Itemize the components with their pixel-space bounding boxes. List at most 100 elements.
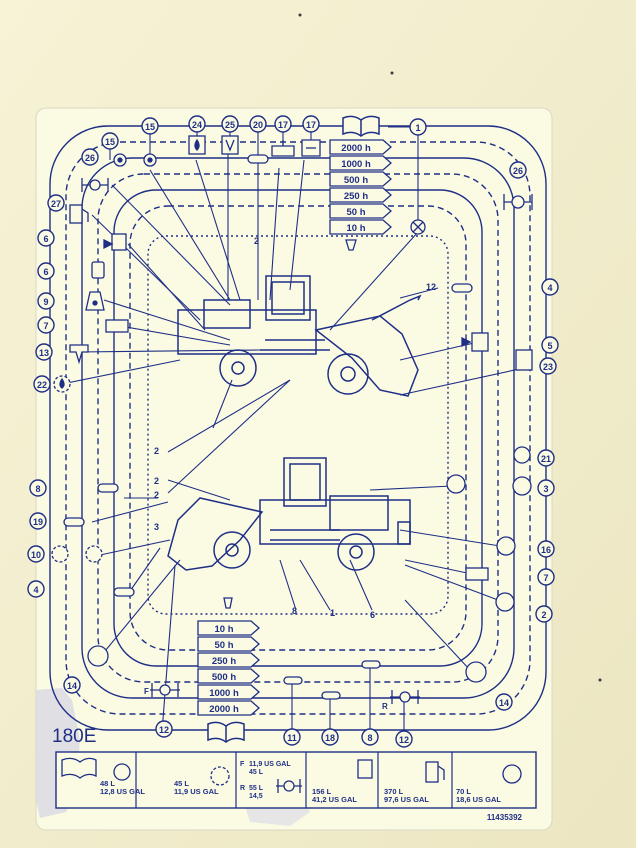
capacity-value: 370 L: [384, 787, 404, 796]
bottom-callouts: 12 11 18 8 12: [155, 720, 413, 748]
callout-marker: 25: [221, 115, 239, 133]
interval-label: 50 h: [214, 640, 233, 651]
loop-50h: [113, 189, 483, 667]
callout-marker: 7: [537, 568, 555, 586]
grease-nipple-icon: [321, 691, 341, 700]
grease-nipple-icon: [451, 283, 473, 293]
callout-number: 18: [325, 733, 335, 743]
interval-tab: 50 h: [329, 203, 392, 219]
callout-number: 4: [547, 283, 552, 293]
inner-label: 2: [154, 476, 159, 486]
left-callouts: 26 27 6 6 9 7 13 22 8 19 10 4 14: [27, 148, 99, 694]
battery-icon: [465, 567, 489, 581]
drain-icon: [69, 344, 89, 365]
loader-illustration-top: [177, 275, 422, 397]
wheel-icon: [87, 645, 109, 667]
capacity-value: 12,8 US GAL: [100, 787, 145, 796]
callout-number: 25: [225, 120, 235, 130]
interval-tab: 10 h: [329, 219, 392, 235]
callout-number: 20: [253, 120, 263, 130]
lamp-icon: [345, 239, 357, 251]
hydraulic-tank-icon: [357, 759, 373, 779]
interval-label: 10 h: [346, 223, 365, 234]
callout-number: 4: [33, 585, 38, 595]
left-point-icons: [51, 178, 135, 667]
callout-marker: 20: [249, 115, 267, 133]
callout-marker: 14: [63, 676, 81, 694]
callout-marker: 11: [283, 728, 301, 746]
callout-number: 24: [192, 120, 202, 130]
capacity-value: 48 L: [100, 779, 115, 788]
interval-label: 250 h: [212, 656, 236, 667]
inner-labels: 2 12 2 2 2 3 8 1 6: [154, 236, 436, 620]
screw-hole: [598, 678, 602, 682]
axle-icon: [81, 178, 109, 192]
grease-nipple-icon: [97, 483, 119, 493]
filter-icon: [85, 291, 105, 311]
callout-marker: 27: [47, 194, 65, 212]
callout-marker: 15: [101, 132, 119, 150]
grease-nipple-icon: [361, 660, 381, 669]
loop-10h: [129, 205, 467, 651]
callout-number: 6: [43, 234, 48, 244]
callout-marker: 19: [29, 512, 47, 530]
oil-can-icon: [188, 135, 206, 155]
callout-marker: 12: [395, 730, 413, 748]
callout-marker: 17: [274, 115, 292, 133]
interval-tab: 500 h: [197, 668, 260, 684]
grease-nipple-icon: [63, 517, 85, 527]
inner-label: 8: [292, 606, 297, 616]
callout-number: 12: [399, 735, 409, 745]
callout-marker: 24: [188, 115, 206, 133]
filter-icon: [221, 135, 239, 155]
callout-marker: 26: [81, 148, 99, 166]
manual-book-icon: [61, 757, 97, 779]
rear-wheel: [219, 349, 257, 387]
callout-number: 13: [39, 348, 49, 358]
interval-tab: 50 h: [197, 636, 260, 652]
callout-marker: 7: [37, 316, 55, 334]
lamp-icon: [223, 597, 233, 609]
part-number: 11435392: [487, 813, 523, 822]
callout-marker: 14: [495, 693, 513, 711]
capacity-value: 97,6 US GAL: [384, 795, 429, 804]
loop-inner: [147, 235, 449, 615]
front-axle-label: F: [240, 761, 245, 768]
loader-body: [177, 309, 317, 355]
breather-icon: [247, 154, 269, 164]
filter-icon: [91, 261, 105, 279]
interval-tab: 1000 h: [197, 684, 260, 700]
grease-icon: [113, 153, 127, 167]
capacity-value: 45 L: [249, 769, 264, 776]
capacity-value: 11,9 US GAL: [249, 761, 291, 768]
interval-tab: 2000 h: [329, 139, 392, 155]
callout-number: 10: [31, 550, 41, 560]
callout-number: 2: [541, 610, 546, 620]
interval-label: 500 h: [344, 175, 368, 186]
callout-number: 15: [145, 122, 155, 132]
oil-can-icon: [515, 349, 533, 371]
callout-number: 9: [43, 297, 48, 307]
capacity-table: 48 L 12,8 US GAL 45 L 11,9 US GAL F 11,9…: [55, 751, 537, 809]
cab-window: [271, 281, 305, 315]
hydraulic-tank-icon: [461, 332, 489, 352]
loader-boom: [314, 315, 419, 397]
right-point-icons: [446, 194, 533, 683]
capacity-value: 41,2 US GAL: [312, 795, 357, 804]
callout-marker: 12: [155, 720, 173, 738]
callout-number: 7: [543, 573, 548, 583]
gear-icon: [210, 766, 230, 786]
callout-number: 6: [43, 267, 48, 277]
coolant-icon: [496, 536, 516, 556]
model-name: 180E: [52, 726, 96, 747]
callout-number: 15: [105, 137, 115, 147]
callout-number: 17: [278, 120, 288, 130]
axle-icon: [276, 779, 302, 793]
interval-tab: 10 h: [197, 620, 260, 636]
capacity-value: 14,5: [249, 793, 263, 800]
callout-number: 23: [543, 362, 553, 372]
top-callouts: 15 15 24 25 20 17 17 1: [101, 115, 427, 150]
inner-label: 12: [426, 282, 436, 292]
callout-number: 26: [85, 153, 95, 163]
axle-icon: [390, 690, 420, 704]
